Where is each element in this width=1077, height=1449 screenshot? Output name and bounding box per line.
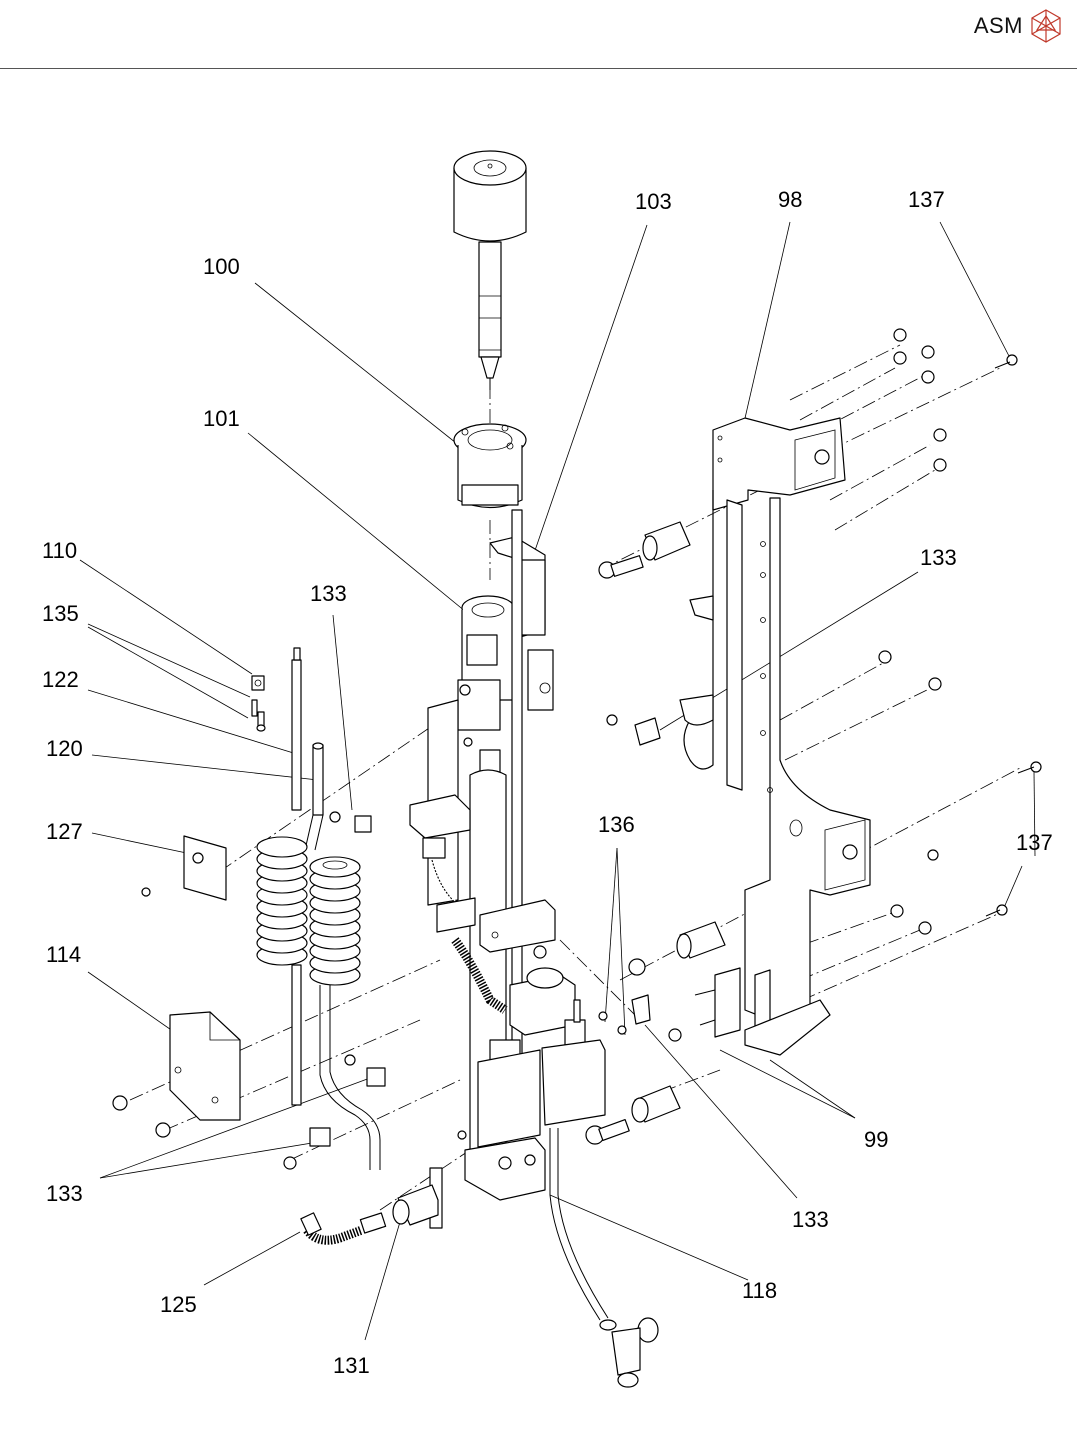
leader-137a (940, 222, 1010, 358)
callout-127: 127 (46, 819, 83, 844)
part-135-pins (252, 700, 265, 731)
leader-110 (80, 560, 252, 674)
callout-110: 110 (42, 538, 77, 563)
callout-135: 135 (42, 601, 79, 626)
callout-137-top: 137 (908, 187, 945, 212)
callout-labels: 100 101 103 98 137 110 135 133 122 120 1… (42, 187, 1053, 1378)
leader-136b (617, 848, 625, 1035)
part-100-flange (454, 424, 526, 508)
leader-99a (720, 1050, 855, 1118)
callout-120: 120 (46, 736, 83, 761)
callout-100: 100 (203, 254, 240, 279)
part-122-tube (292, 648, 301, 810)
part-114-block (113, 1012, 240, 1137)
callout-101: 101 (203, 406, 240, 431)
part-110-clip (252, 676, 264, 690)
leader-101 (248, 433, 488, 630)
leader-98 (740, 222, 790, 440)
callout-103: 103 (635, 189, 672, 214)
part-127-block (142, 836, 226, 900)
callout-136: 136 (598, 812, 635, 837)
part-125-hose (301, 1213, 386, 1240)
callout-125: 125 (160, 1292, 197, 1317)
leader-135a (88, 624, 250, 697)
leader-125 (204, 1232, 300, 1285)
part-131-fitting (393, 1168, 442, 1228)
leader-122 (88, 690, 300, 755)
callout-137-right: 137 (1016, 830, 1053, 855)
callout-133-upper-right: 133 (920, 545, 957, 570)
leader-127 (92, 833, 196, 855)
leader-137b (1003, 866, 1022, 910)
callout-118: 118 (742, 1278, 777, 1303)
leader-120 (92, 755, 318, 780)
callout-133-upper-left: 133 (310, 581, 347, 606)
cylinder-cap-part (454, 151, 526, 390)
callout-114: 114 (46, 942, 81, 967)
callout-99: 99 (864, 1127, 888, 1152)
leader-136a (605, 848, 617, 1022)
part-118-tube (550, 1128, 658, 1387)
leader-133a (333, 615, 352, 810)
callout-133-lower-right: 133 (792, 1207, 829, 1232)
callout-131: 131 (333, 1353, 370, 1378)
callout-98: 98 (778, 187, 802, 212)
leader-135b (88, 627, 248, 718)
part-120-tube (305, 743, 323, 850)
coil-springs (257, 837, 360, 985)
callout-133-lower-left: 133 (46, 1181, 83, 1206)
callout-122: 122 (42, 667, 79, 692)
leader-103 (530, 225, 647, 565)
leader-99b (770, 1060, 855, 1118)
